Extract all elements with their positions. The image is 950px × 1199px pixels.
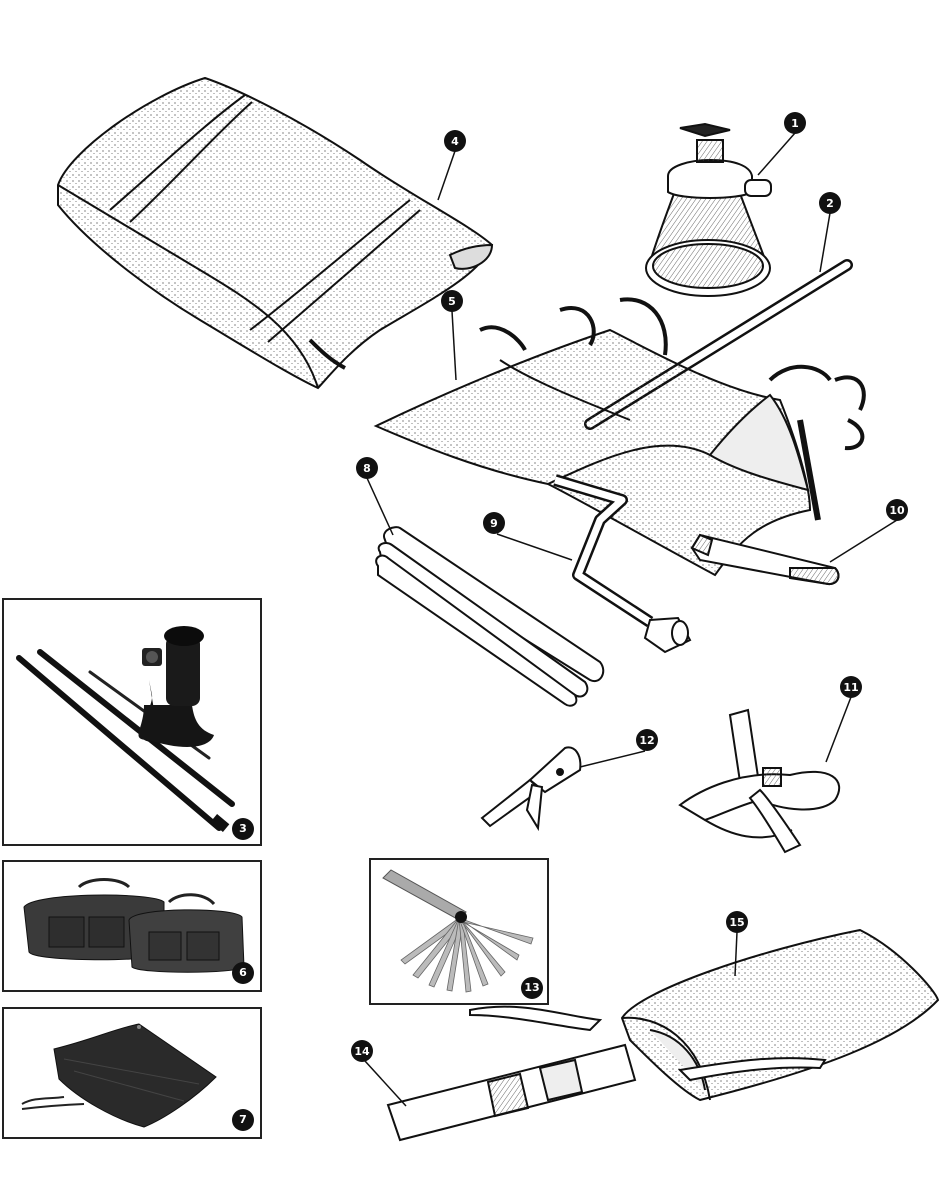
- photo-box-feeler-gauge: 13: [369, 858, 549, 1005]
- photo-box-jack-and-bars: 3: [2, 598, 262, 846]
- callout-9: 9: [483, 512, 505, 534]
- strap: [678, 708, 841, 854]
- callout-12: 12: [636, 729, 658, 751]
- tool-roll-photo: [21, 1023, 217, 1128]
- leader-lines: [364, 132, 898, 1107]
- svg-text:10: 10: [889, 504, 905, 517]
- sleeve-strap: [386, 1043, 637, 1142]
- callout-8: 8: [356, 457, 378, 479]
- wheel-brace: [553, 474, 692, 654]
- callout-6: 6: [232, 962, 254, 984]
- photo-box-tool-bags: 6: [2, 860, 262, 992]
- callout-7: 7: [232, 1109, 254, 1131]
- callout-3: 3: [232, 818, 254, 840]
- callout-2: 2: [819, 192, 841, 214]
- callout-15: 15: [726, 911, 748, 933]
- rolled-tool-roll: [57, 76, 494, 390]
- svg-text:4: 4: [451, 135, 459, 148]
- jack-and-bars-photo: [16, 626, 235, 832]
- callout-5: 5: [441, 290, 463, 312]
- photo-box-tool-roll: 7: [2, 1007, 262, 1139]
- feeler-gauge-photo: [382, 869, 534, 993]
- svg-text:15: 15: [729, 916, 744, 929]
- callout-4: 4: [444, 130, 466, 152]
- callout-14: 14: [351, 1040, 373, 1062]
- callout-10: 10: [886, 499, 908, 521]
- callout-11: 11: [840, 676, 862, 698]
- callout-13: 13: [521, 977, 543, 999]
- callout-1: 1: [784, 112, 806, 134]
- callout-markers: 1 2 4 5 8 9 10 11 12 15 14: [351, 112, 908, 1062]
- hub-cap-lever: [690, 533, 840, 586]
- tool-bags-photo: [23, 878, 245, 973]
- open-tool-roll: [373, 297, 866, 577]
- svg-text:9: 9: [490, 517, 498, 530]
- svg-text:14: 14: [354, 1045, 370, 1058]
- svg-text:12: 12: [639, 734, 654, 747]
- tyre-levers: [375, 526, 605, 707]
- canvas-sleeve: [469, 928, 940, 1102]
- svg-text:5: 5: [448, 295, 456, 308]
- jack: [645, 122, 772, 297]
- spanner: [480, 746, 582, 832]
- svg-text:8: 8: [363, 462, 371, 475]
- svg-text:2: 2: [826, 197, 834, 210]
- svg-text:11: 11: [843, 681, 858, 694]
- svg-text:1: 1: [791, 117, 799, 130]
